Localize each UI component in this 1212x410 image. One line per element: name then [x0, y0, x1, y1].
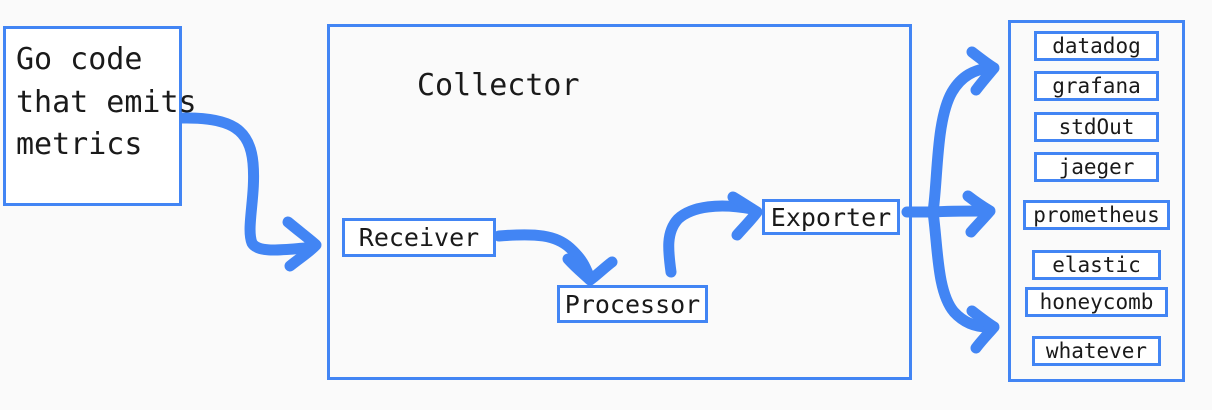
destination-grafana: grafana [1034, 71, 1159, 101]
exporter-box: Exporter [762, 199, 900, 235]
source-line-2: that emits [16, 84, 197, 120]
destination-stdOut: stdOut [1034, 112, 1159, 142]
destination-whatever: whatever [1032, 336, 1161, 366]
receiver-box: Receiver [342, 218, 496, 257]
destination-label: whatever [1045, 339, 1148, 363]
destination-datadog: datadog [1034, 31, 1159, 61]
source-line-1: Go code [16, 42, 143, 77]
collector-title: Collector [417, 68, 580, 103]
destinations-container [1008, 20, 1185, 382]
destination-label: grafana [1052, 74, 1141, 98]
processor-box: Processor [557, 285, 708, 323]
destination-label: stdOut [1058, 115, 1135, 139]
collector-container [327, 24, 912, 380]
destination-prometheus: prometheus [1023, 200, 1170, 230]
source-line-3: metrics [16, 127, 143, 163]
destination-jaeger: jaeger [1034, 152, 1159, 182]
destination-label: honeycomb [1039, 290, 1154, 314]
destination-label: jaeger [1058, 155, 1135, 179]
destination-honeycomb: honeycomb [1025, 287, 1168, 317]
go-code-source-box: Go code that emits metrics [3, 26, 197, 206]
arrow-exporter-fanout [901, 46, 1000, 354]
destination-label: elastic [1052, 253, 1141, 277]
arrow-source-to-receiver [176, 112, 322, 272]
destination-label: prometheus [1033, 203, 1160, 227]
destination-elastic: elastic [1032, 250, 1161, 280]
destination-label: datadog [1052, 34, 1141, 58]
